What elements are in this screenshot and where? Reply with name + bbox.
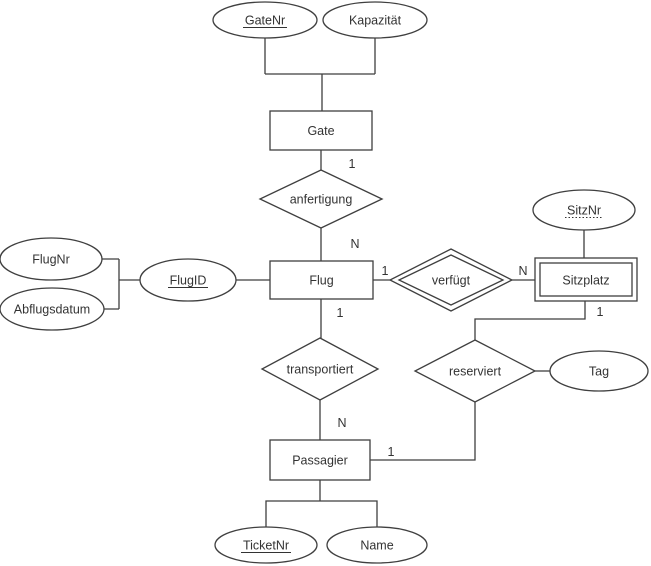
- relationship-anfertigung-diamond[interactable]: [258, 169, 384, 229]
- cardinality-transportiert-passagier: N: [337, 416, 346, 430]
- edge-flug-left-attributes: [102, 258, 270, 310]
- edge-sitzplatz-reserviert: [474, 301, 586, 340]
- entity-gate[interactable]: Gate: [269, 110, 373, 151]
- entity-flug-rect[interactable]: [269, 260, 374, 300]
- attribute-abflugsdatum-ellipse[interactable]: [0, 287, 105, 331]
- attribute-ticketnr[interactable]: TicketNr: [214, 526, 318, 564]
- attribute-name[interactable]: Name: [326, 526, 428, 564]
- attribute-ticketnr-label: TicketNr: [243, 539, 289, 553]
- attribute-tag[interactable]: Tag: [549, 350, 649, 392]
- relationship-transportiert-diamond[interactable]: [260, 337, 380, 401]
- relationship-verfuegt[interactable]: verfügt: [388, 248, 514, 312]
- entity-gate-label: Gate: [307, 124, 334, 138]
- cardinality-flug-transportiert: 1: [337, 306, 344, 320]
- attribute-gatenr[interactable]: GateNr: [212, 1, 318, 39]
- relationship-reserviert-label: reserviert: [449, 365, 502, 379]
- attribute-name-ellipse[interactable]: [326, 526, 428, 564]
- cardinality-passagier-reserviert: 1: [388, 445, 395, 459]
- cardinality-sitzplatz-reserviert: 1: [597, 305, 604, 319]
- attribute-flugnr-label: FlugNr: [32, 253, 70, 267]
- attribute-gatenr-ellipse[interactable]: [212, 1, 318, 39]
- edge-passagier-attributes: [265, 480, 378, 527]
- attribute-tag-label: Tag: [589, 365, 609, 379]
- cardinality-verfuegt-sitzplatz: N: [518, 264, 527, 278]
- attribute-abflugsdatum-label: Abflugsdatum: [14, 303, 90, 317]
- attribute-sitznr-ellipse[interactable]: [532, 189, 636, 231]
- attribute-flugid[interactable]: FlugID: [139, 258, 237, 302]
- entity-passagier-label: Passagier: [292, 454, 348, 468]
- cardinality-anfertigung-flug: N: [350, 237, 359, 251]
- entity-flug[interactable]: Flug: [269, 260, 374, 300]
- attribute-sitznr[interactable]: SitzNr: [532, 189, 636, 231]
- edge-gate-attributes: [264, 38, 376, 111]
- attribute-flugid-label: FlugID: [170, 274, 207, 288]
- attribute-flugnr[interactable]: FlugNr: [0, 237, 103, 281]
- attribute-ticketnr-ellipse[interactable]: [214, 526, 318, 564]
- relationship-anfertigung-label: anfertigung: [290, 193, 353, 207]
- relationship-reserviert[interactable]: reserviert: [413, 339, 537, 403]
- entity-sitzplatz[interactable]: Sitzplatz: [534, 257, 638, 302]
- attribute-sitznr-label: SitzNr: [567, 204, 601, 218]
- entity-sitzplatz-inner-rect: [539, 262, 633, 297]
- attribute-kapazitaet-ellipse[interactable]: [322, 1, 428, 39]
- entity-passagier-rect[interactable]: [269, 439, 371, 481]
- entity-gate-rect[interactable]: [269, 110, 373, 151]
- attribute-flugnr-ellipse[interactable]: [0, 237, 103, 281]
- entity-flug-label: Flug: [309, 274, 333, 288]
- cardinality-gate-anfertigung: 1: [349, 157, 356, 171]
- attribute-abflugsdatum[interactable]: Abflugsdatum: [0, 287, 105, 331]
- attribute-gatenr-label: GateNr: [245, 14, 285, 28]
- relationship-anfertigung[interactable]: anfertigung: [258, 169, 384, 229]
- relationship-transportiert-label: transportiert: [287, 363, 354, 377]
- entity-sitzplatz-label: Sitzplatz: [562, 274, 609, 288]
- relationship-verfuegt-label: verfügt: [432, 274, 471, 288]
- attribute-kapazitaet-label: Kapazität: [349, 14, 402, 28]
- cardinality-flug-verfuegt: 1: [382, 264, 389, 278]
- entity-passagier[interactable]: Passagier: [269, 439, 371, 481]
- relationship-reserviert-diamond[interactable]: [413, 339, 537, 403]
- attribute-name-label: Name: [360, 539, 393, 553]
- attribute-flugid-ellipse[interactable]: [139, 258, 237, 302]
- edge-passagier-reserviert: [370, 402, 476, 461]
- attribute-kapazitaet[interactable]: Kapazität: [322, 1, 428, 39]
- relationship-transportiert[interactable]: transportiert: [260, 337, 380, 401]
- attribute-tag-ellipse[interactable]: [549, 350, 649, 392]
- relationship-verfuegt-inner-diamond: [397, 254, 505, 306]
